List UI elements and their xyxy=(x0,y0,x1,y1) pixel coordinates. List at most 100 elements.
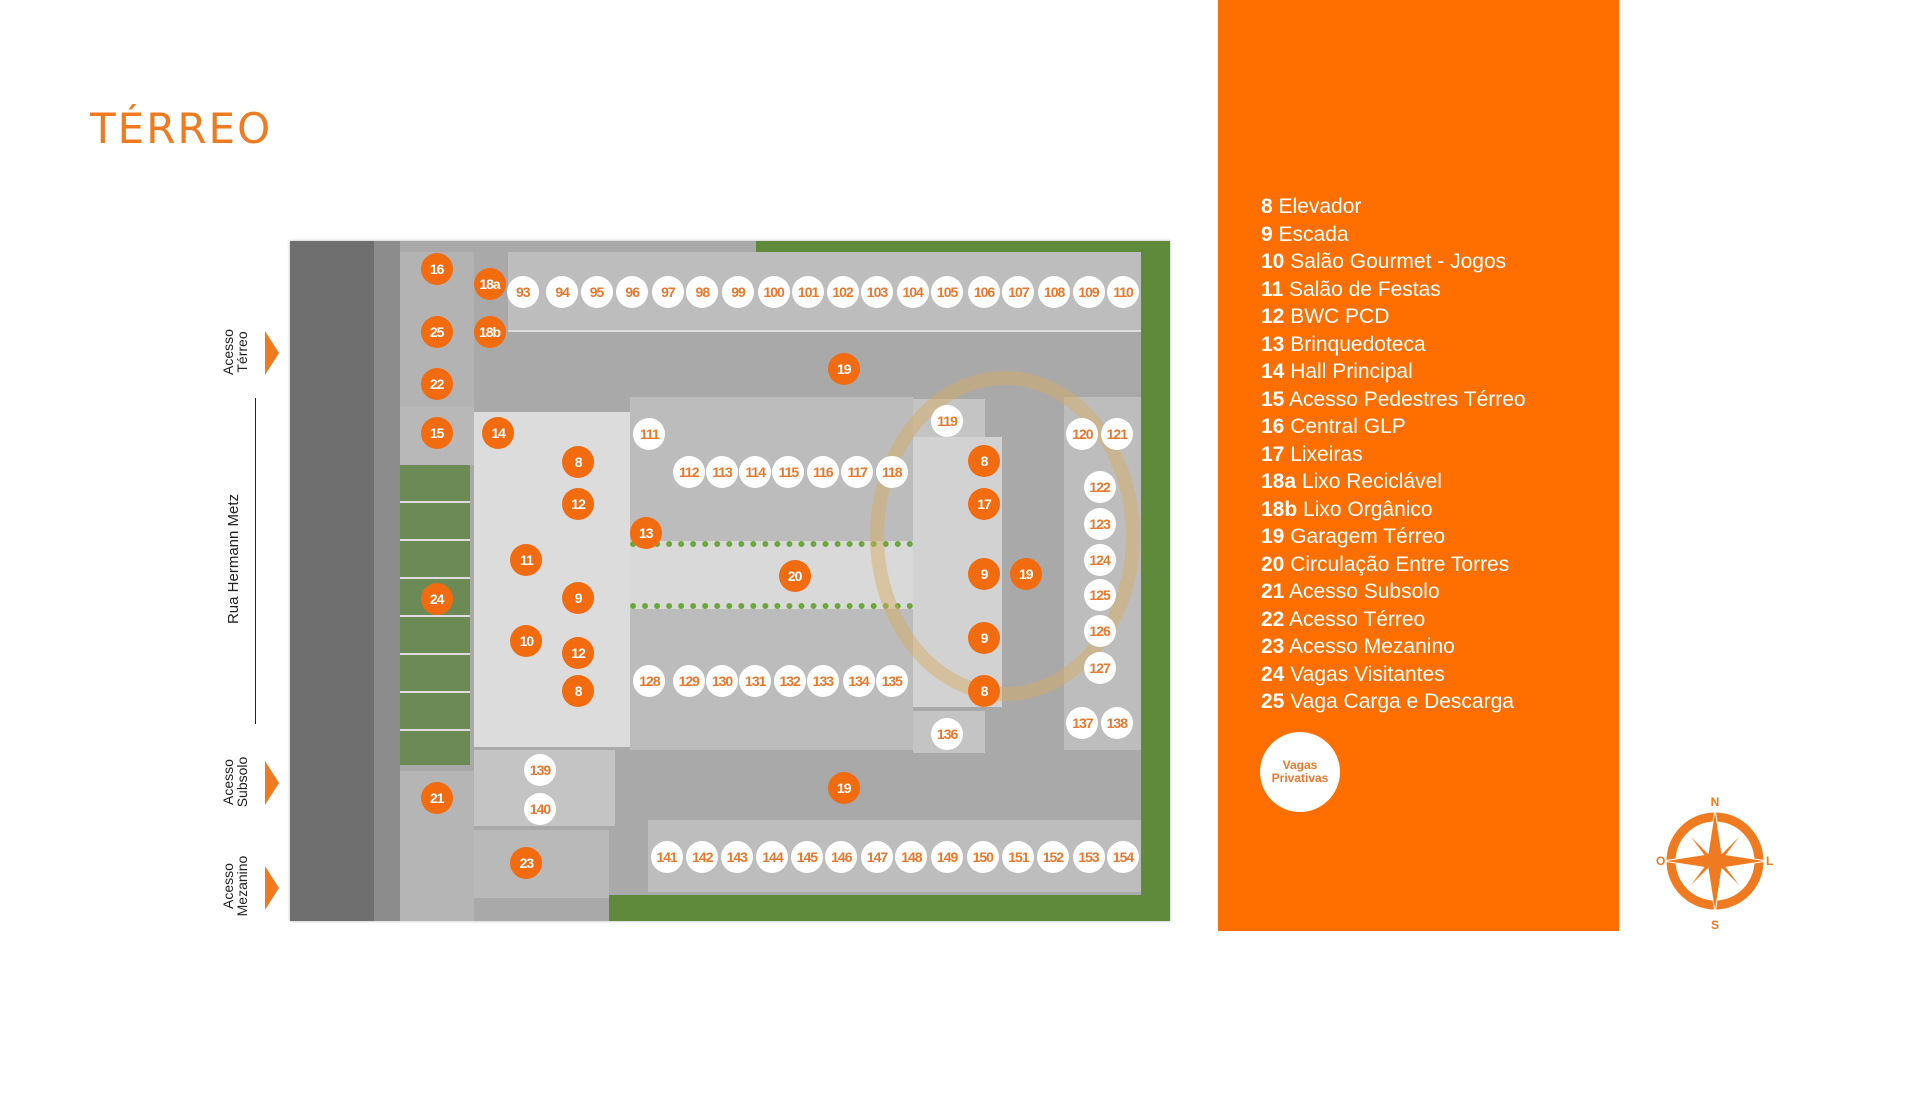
amenity-marker[interactable]: 14 xyxy=(482,416,515,449)
parking-spot-marker[interactable]: 151 xyxy=(1002,841,1035,874)
parking-spot-marker[interactable]: 132 xyxy=(773,665,806,698)
parking-spot-marker[interactable]: 149 xyxy=(931,841,964,874)
parking-spot-marker[interactable]: 147 xyxy=(860,841,893,874)
parking-spot-marker[interactable]: 130 xyxy=(706,665,738,698)
legend-number: 20 xyxy=(1261,552,1285,576)
parking-spot-marker[interactable]: 120 xyxy=(1066,418,1099,451)
amenity-marker[interactable]: 9 xyxy=(562,581,595,614)
amenity-marker[interactable]: 9 xyxy=(968,558,1000,591)
amenity-marker[interactable]: 10 xyxy=(510,624,543,657)
parking-spot-marker[interactable]: 129 xyxy=(672,665,705,698)
legend-number: 19 xyxy=(1261,525,1285,548)
amenity-marker[interactable]: 17 xyxy=(968,488,1000,521)
parking-spot-marker[interactable]: 136 xyxy=(931,718,964,751)
amenity-marker[interactable]: 19 xyxy=(827,353,860,385)
parking-spot-marker[interactable]: 144 xyxy=(756,841,789,874)
parking-spot-marker[interactable]: 110 xyxy=(1106,275,1139,308)
amenity-marker[interactable]: 8 xyxy=(562,675,595,708)
parking-spot-marker[interactable]: 118 xyxy=(875,456,908,489)
amenity-marker[interactable]: 25 xyxy=(420,316,453,349)
parking-spot-marker[interactable]: 119 xyxy=(931,404,964,437)
parking-spot-marker[interactable]: 140 xyxy=(523,793,556,826)
amenity-marker[interactable]: 8 xyxy=(968,445,1000,478)
amenity-marker[interactable]: 18a xyxy=(473,268,506,301)
parking-spot-marker[interactable]: 101 xyxy=(792,275,825,308)
parking-spot-marker[interactable]: 143 xyxy=(720,841,753,874)
parking-spot-marker[interactable]: 94 xyxy=(546,275,579,308)
parking-spot-marker[interactable]: 131 xyxy=(739,665,772,698)
amenity-marker[interactable]: 18b xyxy=(473,316,506,349)
parking-spot-marker[interactable]: 115 xyxy=(772,456,805,489)
parking-spot-marker[interactable]: 100 xyxy=(757,275,790,308)
parking-spot-marker[interactable]: 123 xyxy=(1083,507,1116,540)
parking-spot-marker[interactable]: 154 xyxy=(1106,841,1139,874)
parking-spot-marker[interactable]: 124 xyxy=(1083,543,1116,576)
parking-spot-marker[interactable]: 152 xyxy=(1036,841,1069,874)
parking-spot-marker[interactable]: 93 xyxy=(506,275,539,308)
parking-spot-marker[interactable]: 153 xyxy=(1072,841,1105,874)
legend-item: 25 Vaga Carga e Descarga xyxy=(1261,688,1526,716)
amenity-marker[interactable]: 12 xyxy=(562,637,595,670)
compass-icon: N S O L xyxy=(1656,795,1773,930)
parking-spot-marker[interactable]: 148 xyxy=(895,841,928,874)
legend-label: Circulação Entre Torres xyxy=(1290,552,1510,576)
parking-spot-marker[interactable]: 127 xyxy=(1083,651,1116,684)
sidewalk xyxy=(374,241,400,921)
parking-spot-marker[interactable]: 125 xyxy=(1083,579,1116,612)
parking-spot-marker[interactable]: 141 xyxy=(650,841,683,874)
parking-spot-marker[interactable]: 145 xyxy=(790,841,823,874)
parking-spot-marker[interactable]: 137 xyxy=(1066,707,1099,740)
street xyxy=(290,241,374,921)
amenity-marker[interactable]: 8 xyxy=(968,675,1000,708)
parking-spot-marker[interactable]: 109 xyxy=(1072,275,1105,308)
amenity-marker[interactable]: 9 xyxy=(968,622,1000,655)
parking-spot-marker[interactable]: 102 xyxy=(826,275,859,308)
parking-spot-marker[interactable]: 104 xyxy=(896,275,929,308)
parking-spot-marker[interactable]: 146 xyxy=(825,841,858,874)
parking-spot-marker[interactable]: 135 xyxy=(875,665,908,698)
amenity-marker[interactable]: 20 xyxy=(778,559,811,592)
parking-spot-marker[interactable]: 113 xyxy=(706,456,738,489)
parking-spot-marker[interactable]: 116 xyxy=(806,456,839,489)
parking-spot-marker[interactable]: 139 xyxy=(523,753,556,786)
parking-spot-marker[interactable]: 126 xyxy=(1083,614,1116,647)
amenity-marker[interactable]: 8 xyxy=(562,446,595,479)
parking-spot-marker[interactable]: 99 xyxy=(722,275,754,308)
parking-spot-marker[interactable]: 103 xyxy=(860,275,893,308)
parking-spot-marker[interactable]: 150 xyxy=(966,841,999,874)
parking-spot-marker[interactable]: 128 xyxy=(633,665,666,698)
parking-spot-marker[interactable]: 114 xyxy=(739,456,772,489)
amenity-marker[interactable]: 16 xyxy=(420,253,453,286)
parking-spot-marker[interactable]: 121 xyxy=(1100,418,1133,451)
parking-spot-marker[interactable]: 105 xyxy=(931,275,964,308)
amenity-marker[interactable]: 13 xyxy=(629,516,662,549)
parking-spot-marker[interactable]: 134 xyxy=(842,665,875,698)
amenity-marker[interactable]: 24 xyxy=(420,583,453,615)
amenity-marker[interactable]: 12 xyxy=(562,488,595,521)
legend-label: Hall Principal xyxy=(1290,360,1413,383)
parking-spot-marker[interactable]: 97 xyxy=(651,275,684,308)
legend-item: 23 Acesso Mezanino xyxy=(1261,633,1526,661)
legend-number: 8 xyxy=(1261,195,1273,218)
parking-spot-marker[interactable]: 95 xyxy=(580,275,613,308)
amenity-marker[interactable]: 19 xyxy=(1009,558,1042,591)
parking-spot-marker[interactable]: 106 xyxy=(968,275,1000,308)
parking-spot-marker[interactable]: 111 xyxy=(633,418,666,451)
parking-spot-marker[interactable]: 112 xyxy=(672,456,705,489)
parking-spot-marker[interactable]: 122 xyxy=(1083,471,1116,504)
amenity-marker[interactable]: 23 xyxy=(510,847,543,880)
amenity-marker[interactable]: 15 xyxy=(420,416,453,449)
parking-spot-marker[interactable]: 117 xyxy=(841,456,874,489)
amenity-marker[interactable]: 19 xyxy=(827,772,860,805)
amenity-marker[interactable]: 22 xyxy=(420,367,453,400)
parking-spot-marker[interactable]: 108 xyxy=(1038,275,1071,308)
parking-spot-marker[interactable]: 142 xyxy=(686,841,719,874)
parking-spot-marker[interactable]: 138 xyxy=(1100,707,1133,740)
amenity-marker[interactable]: 21 xyxy=(420,782,453,815)
parking-spot-marker[interactable]: 107 xyxy=(1002,275,1035,308)
parking-spot-marker[interactable]: 96 xyxy=(616,275,649,308)
amenity-marker[interactable]: 11 xyxy=(510,543,543,576)
parking-spot-marker[interactable]: 133 xyxy=(806,665,839,698)
parking-spot-marker[interactable]: 98 xyxy=(686,275,719,308)
